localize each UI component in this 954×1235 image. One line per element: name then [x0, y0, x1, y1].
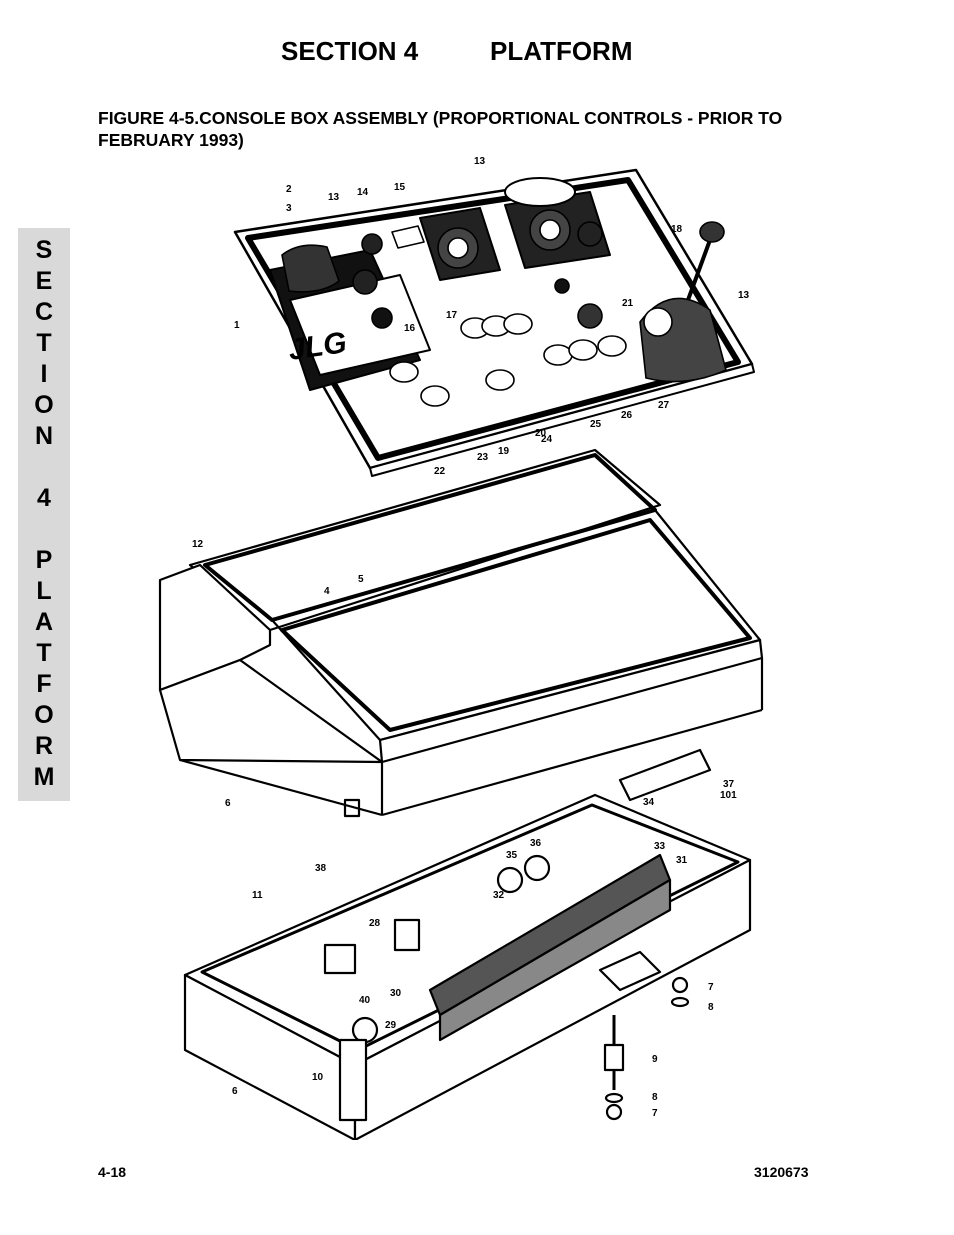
- side-tab-letter: F: [36, 670, 52, 698]
- callout-22: 22: [434, 466, 446, 477]
- console-housing: [158, 448, 764, 818]
- callout-16: 16: [404, 323, 416, 334]
- callout-38: 38: [315, 863, 327, 874]
- callout-14: 14: [357, 187, 369, 198]
- callout-7b: 7: [652, 1108, 658, 1119]
- callout-30: 30: [390, 988, 402, 999]
- callout-37: 37: [723, 779, 735, 790]
- section-side-tab: S E C T I O N 4 P L A T F O R M: [18, 228, 70, 801]
- callout-25: 25: [590, 419, 602, 430]
- side-tab-letter: A: [34, 608, 54, 636]
- side-tab-letter: E: [35, 267, 53, 295]
- side-tab-letter: T: [36, 329, 52, 357]
- callout-34: 34: [643, 797, 655, 808]
- callout-29: 29: [385, 1020, 397, 1031]
- side-tab-letter: C: [34, 298, 54, 326]
- callout-8b: 8: [652, 1092, 658, 1103]
- side-tab-letter: S: [35, 236, 53, 264]
- figure-title: FIGURE 4-5.CONSOLE BOX ASSEMBLY (PROPORT…: [98, 108, 783, 150]
- side-tab-letter: P: [35, 546, 53, 574]
- callout-13a: 13: [474, 156, 486, 167]
- panel-components: [281, 209, 727, 407]
- side-tab-letter: N: [34, 422, 54, 450]
- console-base-box: [183, 748, 752, 1140]
- callout-13b: 13: [328, 192, 340, 203]
- callout-40: 40: [359, 995, 371, 1006]
- side-tab-letter: M: [33, 763, 55, 791]
- callout-24: 24: [541, 434, 553, 445]
- side-tab-letter: O: [34, 391, 54, 419]
- section-title: PLATFORM: [490, 36, 633, 66]
- callout-19: 19: [498, 446, 510, 457]
- side-tab-letter: T: [36, 639, 52, 667]
- callout-23: 23: [477, 452, 489, 463]
- callout-17: 17: [446, 310, 458, 321]
- callout-13c: 13: [738, 290, 750, 301]
- callout-10: 10: [312, 1072, 324, 1083]
- callout-5: 5: [358, 574, 364, 585]
- panel-logo: JLG: [286, 326, 348, 367]
- callout-18: 18: [671, 224, 683, 235]
- callout-21: 21: [622, 298, 634, 309]
- page-number: 4-18: [98, 1164, 127, 1180]
- callout-31: 31: [676, 855, 688, 866]
- callout-2: 2: [286, 184, 292, 195]
- callout-3: 3: [286, 203, 292, 214]
- side-tab-letter: I: [40, 360, 48, 388]
- callout-6b: 6: [232, 1086, 238, 1097]
- callout-101: 101: [720, 790, 737, 801]
- callout-12: 12: [192, 539, 204, 550]
- callout-8a: 8: [708, 1002, 714, 1013]
- callout-27: 27: [658, 400, 670, 411]
- callout-7a: 7: [708, 982, 714, 993]
- callout-35: 35: [506, 850, 518, 861]
- callout-26: 26: [621, 410, 633, 421]
- section-label: SECTION 4: [281, 36, 419, 66]
- callout-32: 32: [493, 890, 505, 901]
- document-number: 3120673: [754, 1164, 809, 1180]
- callout-36: 36: [530, 838, 542, 849]
- side-tab-letter: O: [34, 701, 54, 729]
- callout-11: 11: [252, 890, 263, 901]
- callout-33: 33: [654, 841, 666, 852]
- side-tab-letter: 4: [37, 484, 51, 512]
- callout-15: 15: [394, 182, 406, 193]
- callout-9: 9: [652, 1054, 658, 1065]
- side-tab-letter: L: [36, 577, 52, 605]
- console-box-exploded-drawing: JLG: [158, 156, 764, 1140]
- callout-28: 28: [369, 918, 381, 929]
- callout-1: 1: [234, 320, 240, 331]
- side-tab-letter: R: [34, 732, 54, 760]
- callout-20: 20: [535, 428, 547, 439]
- callout-4: 4: [324, 586, 330, 597]
- callout-6a: 6: [225, 798, 231, 809]
